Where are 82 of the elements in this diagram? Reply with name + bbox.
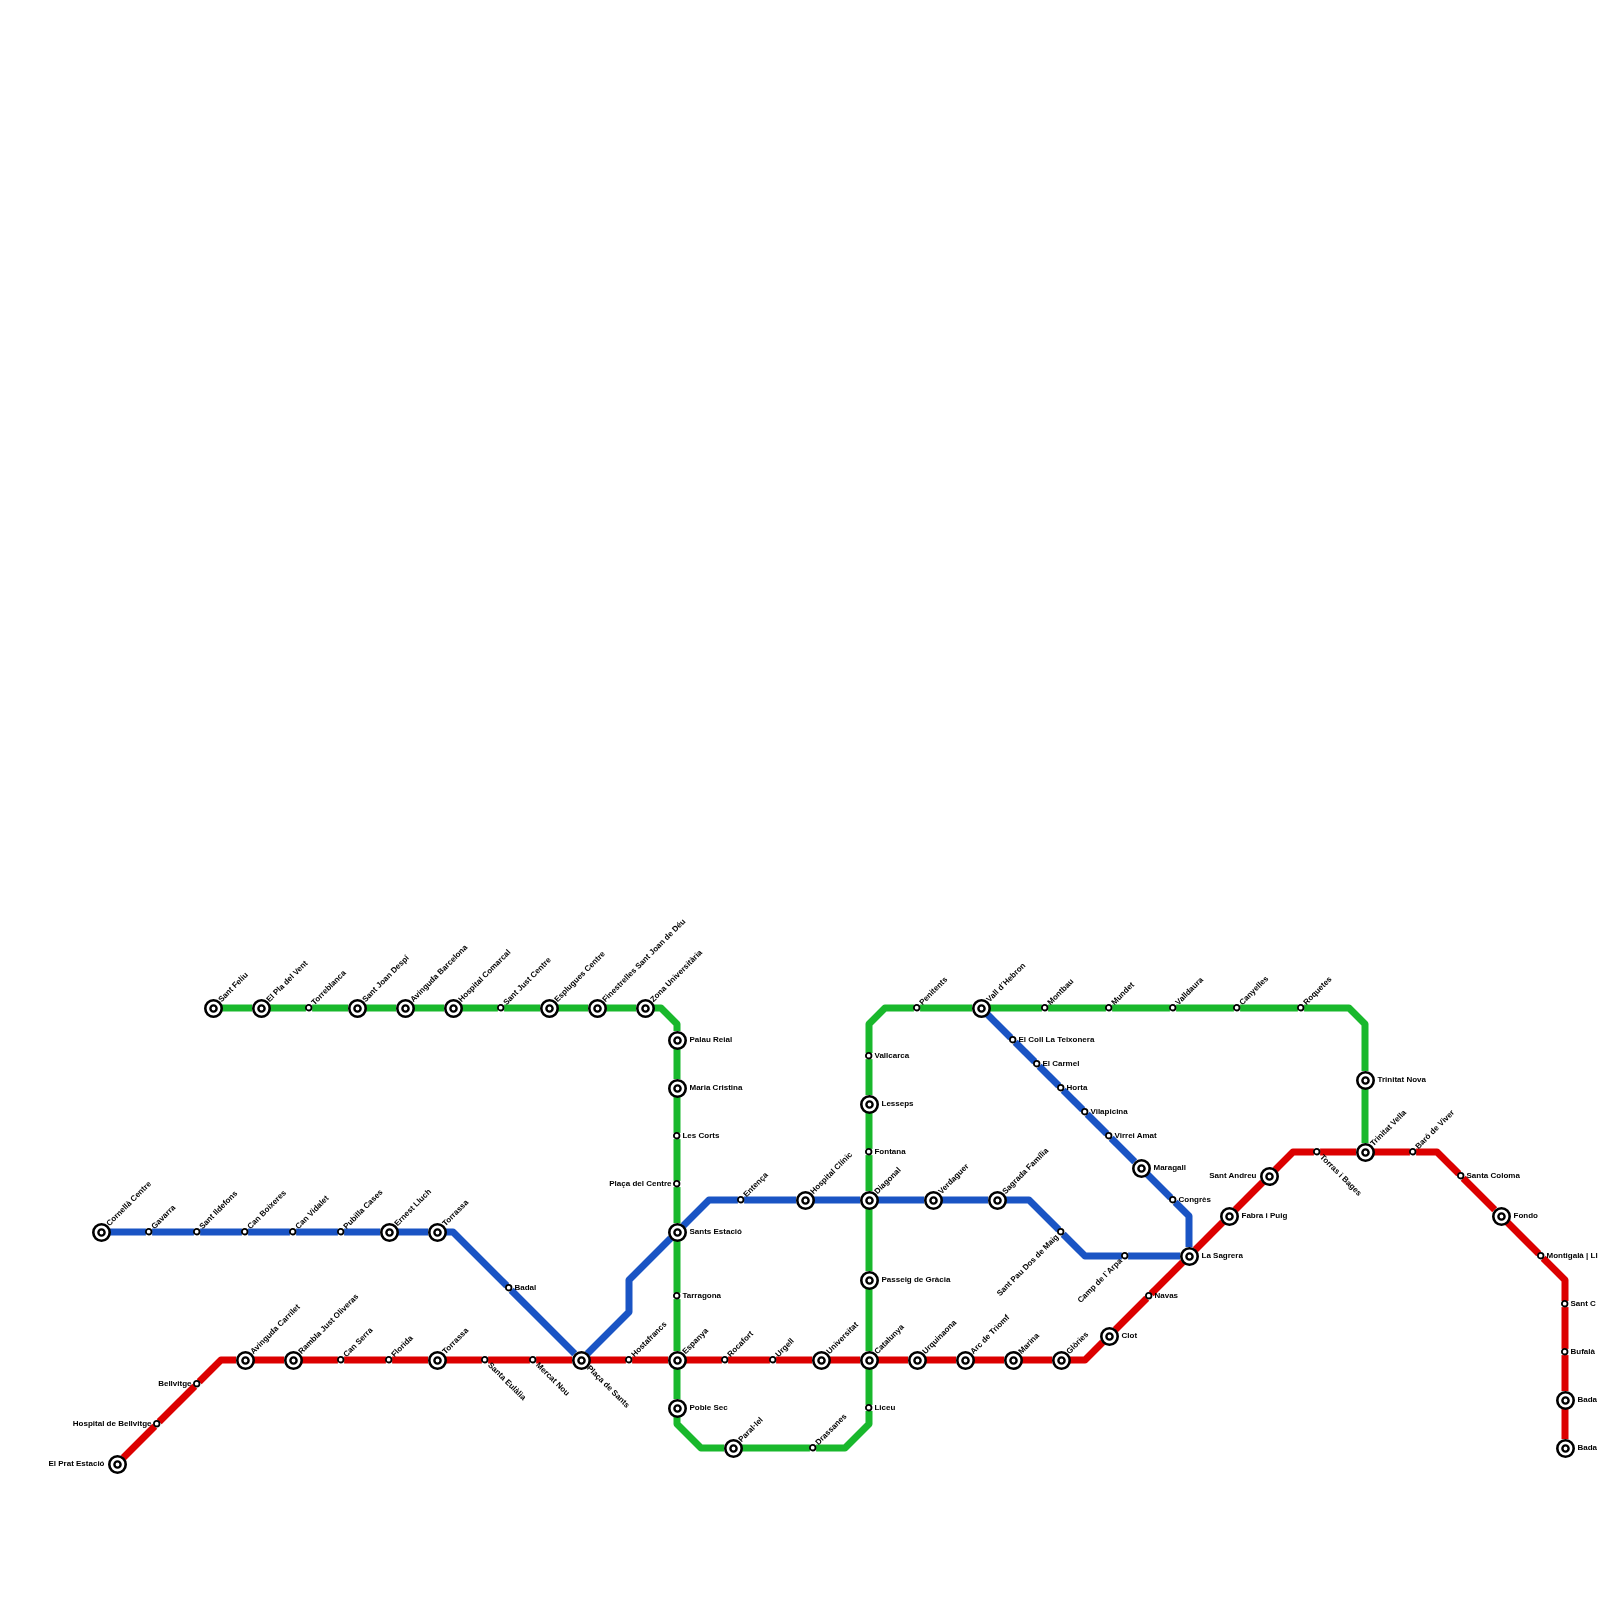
metro-line-segment — [253, 1356, 285, 1364]
metro-line-segment — [1021, 1356, 1053, 1364]
station-name: Trinitat Nova — [1377, 1075, 1426, 1085]
metro-line-segment — [1069, 1339, 1106, 1364]
metro-line-segment — [925, 1356, 957, 1364]
station-name: Plaça del Centre — [609, 1179, 672, 1189]
metro-line-segment — [196, 1356, 237, 1385]
metro-line-segment — [984, 1011, 1014, 1041]
station-name: Tarragona — [682, 1291, 721, 1301]
station-name: El Carmel — [1042, 1059, 1080, 1069]
metro-line-segment — [877, 1356, 909, 1364]
station-name: El Coll La Teixonera — [1018, 1035, 1095, 1045]
station-name: Clot — [1121, 1331, 1138, 1341]
station-name: Lesseps — [881, 1099, 914, 1109]
metro-line-segment — [221, 1004, 253, 1012]
metro-line-segment — [156, 1383, 198, 1425]
station-name: El Prat Estació — [48, 1459, 105, 1469]
station-name: Maragall — [1153, 1163, 1186, 1173]
station-name: Les Corts — [682, 1131, 720, 1141]
metro-line-segment — [445, 1228, 510, 1289]
station-name: Congrès — [1178, 1195, 1211, 1205]
metro-line-segment — [1084, 1111, 1110, 1137]
metro-line-segment — [1012, 1039, 1038, 1065]
metro-line-segment — [829, 1356, 861, 1364]
station-name: La Sagrera — [1201, 1251, 1243, 1261]
metro-line-segment — [1060, 1087, 1086, 1113]
station-name: Palau Reial — [689, 1035, 733, 1045]
metro-line-segment — [673, 1416, 725, 1452]
metro-line-segment — [1108, 1135, 1138, 1165]
metro-line-segment — [877, 1196, 925, 1204]
metro-line-segment — [1112, 1295, 1150, 1333]
station-name: Maria Cristina — [689, 1083, 743, 1093]
station-name: Virrei Amat — [1114, 1131, 1157, 1141]
station-name: Bufalà — [1570, 1347, 1595, 1357]
station-name: Fabra i Puig — [1241, 1211, 1288, 1221]
metro-line-segment — [557, 1004, 589, 1012]
metro-line-segment — [973, 1356, 1005, 1364]
metro-line-segment — [1192, 1219, 1226, 1253]
station-name: Bada — [1577, 1395, 1598, 1405]
station-name: Liceu — [874, 1403, 896, 1413]
metro-line-segment — [1504, 1219, 1542, 1257]
metro-line-segment — [397, 1228, 429, 1236]
station-name: Poble Sec — [689, 1403, 728, 1413]
metro-line-segment — [605, 1004, 637, 1012]
station-name: Fondo — [1513, 1211, 1538, 1221]
station-name: Navas — [1154, 1291, 1179, 1301]
station-name: Badal — [514, 1283, 537, 1293]
station-name: Bada — [1577, 1443, 1598, 1453]
station-name: Hospital de Bellvitge — [72, 1419, 152, 1429]
metro-line-segment — [365, 1004, 397, 1012]
station-name: Horta — [1066, 1083, 1088, 1093]
station-name: Vallcarca — [874, 1051, 910, 1061]
station-name: Vilapicina — [1090, 1107, 1128, 1117]
metro-line-segment — [1561, 1408, 1569, 1440]
metro-line-segment — [1144, 1171, 1174, 1201]
station-name: Sants Estació — [689, 1227, 742, 1237]
metro-line-segment — [1148, 1259, 1186, 1297]
station-name: Santa Coloma — [1466, 1171, 1520, 1181]
station-name: Fontana — [874, 1147, 906, 1157]
metro-line-segment — [413, 1004, 445, 1012]
station-name: Sant Andreu — [1209, 1171, 1257, 1181]
station-name: Montigalà | Ll — [1546, 1251, 1598, 1261]
metro-line-segment — [865, 1288, 873, 1352]
metro-line-segment — [941, 1196, 989, 1204]
station-name: El Pla del Vent — [264, 958, 311, 1005]
metro-line-segment — [584, 1235, 674, 1357]
metro-line-segment — [1232, 1179, 1266, 1213]
station-name: Bellvitge — [158, 1379, 192, 1389]
station-name: Sant C — [1570, 1299, 1596, 1309]
metro-line-segment — [673, 1048, 681, 1080]
metro-line-segment — [1172, 1199, 1193, 1248]
metro-line-segment — [653, 1004, 681, 1032]
metro-line-segment — [813, 1196, 861, 1204]
station-name: Passeig de Gràcia — [881, 1275, 951, 1285]
metro-line-segment — [120, 1423, 158, 1461]
metro-line-segment — [865, 1208, 873, 1272]
metro-line-segment — [1005, 1196, 1062, 1233]
metro-line-segment — [508, 1287, 578, 1357]
metro-line-segment — [1036, 1063, 1062, 1089]
metro-line-segment — [1460, 1175, 1498, 1213]
metro-line-segment — [673, 1368, 681, 1400]
metro-line-segment — [1361, 1088, 1369, 1144]
